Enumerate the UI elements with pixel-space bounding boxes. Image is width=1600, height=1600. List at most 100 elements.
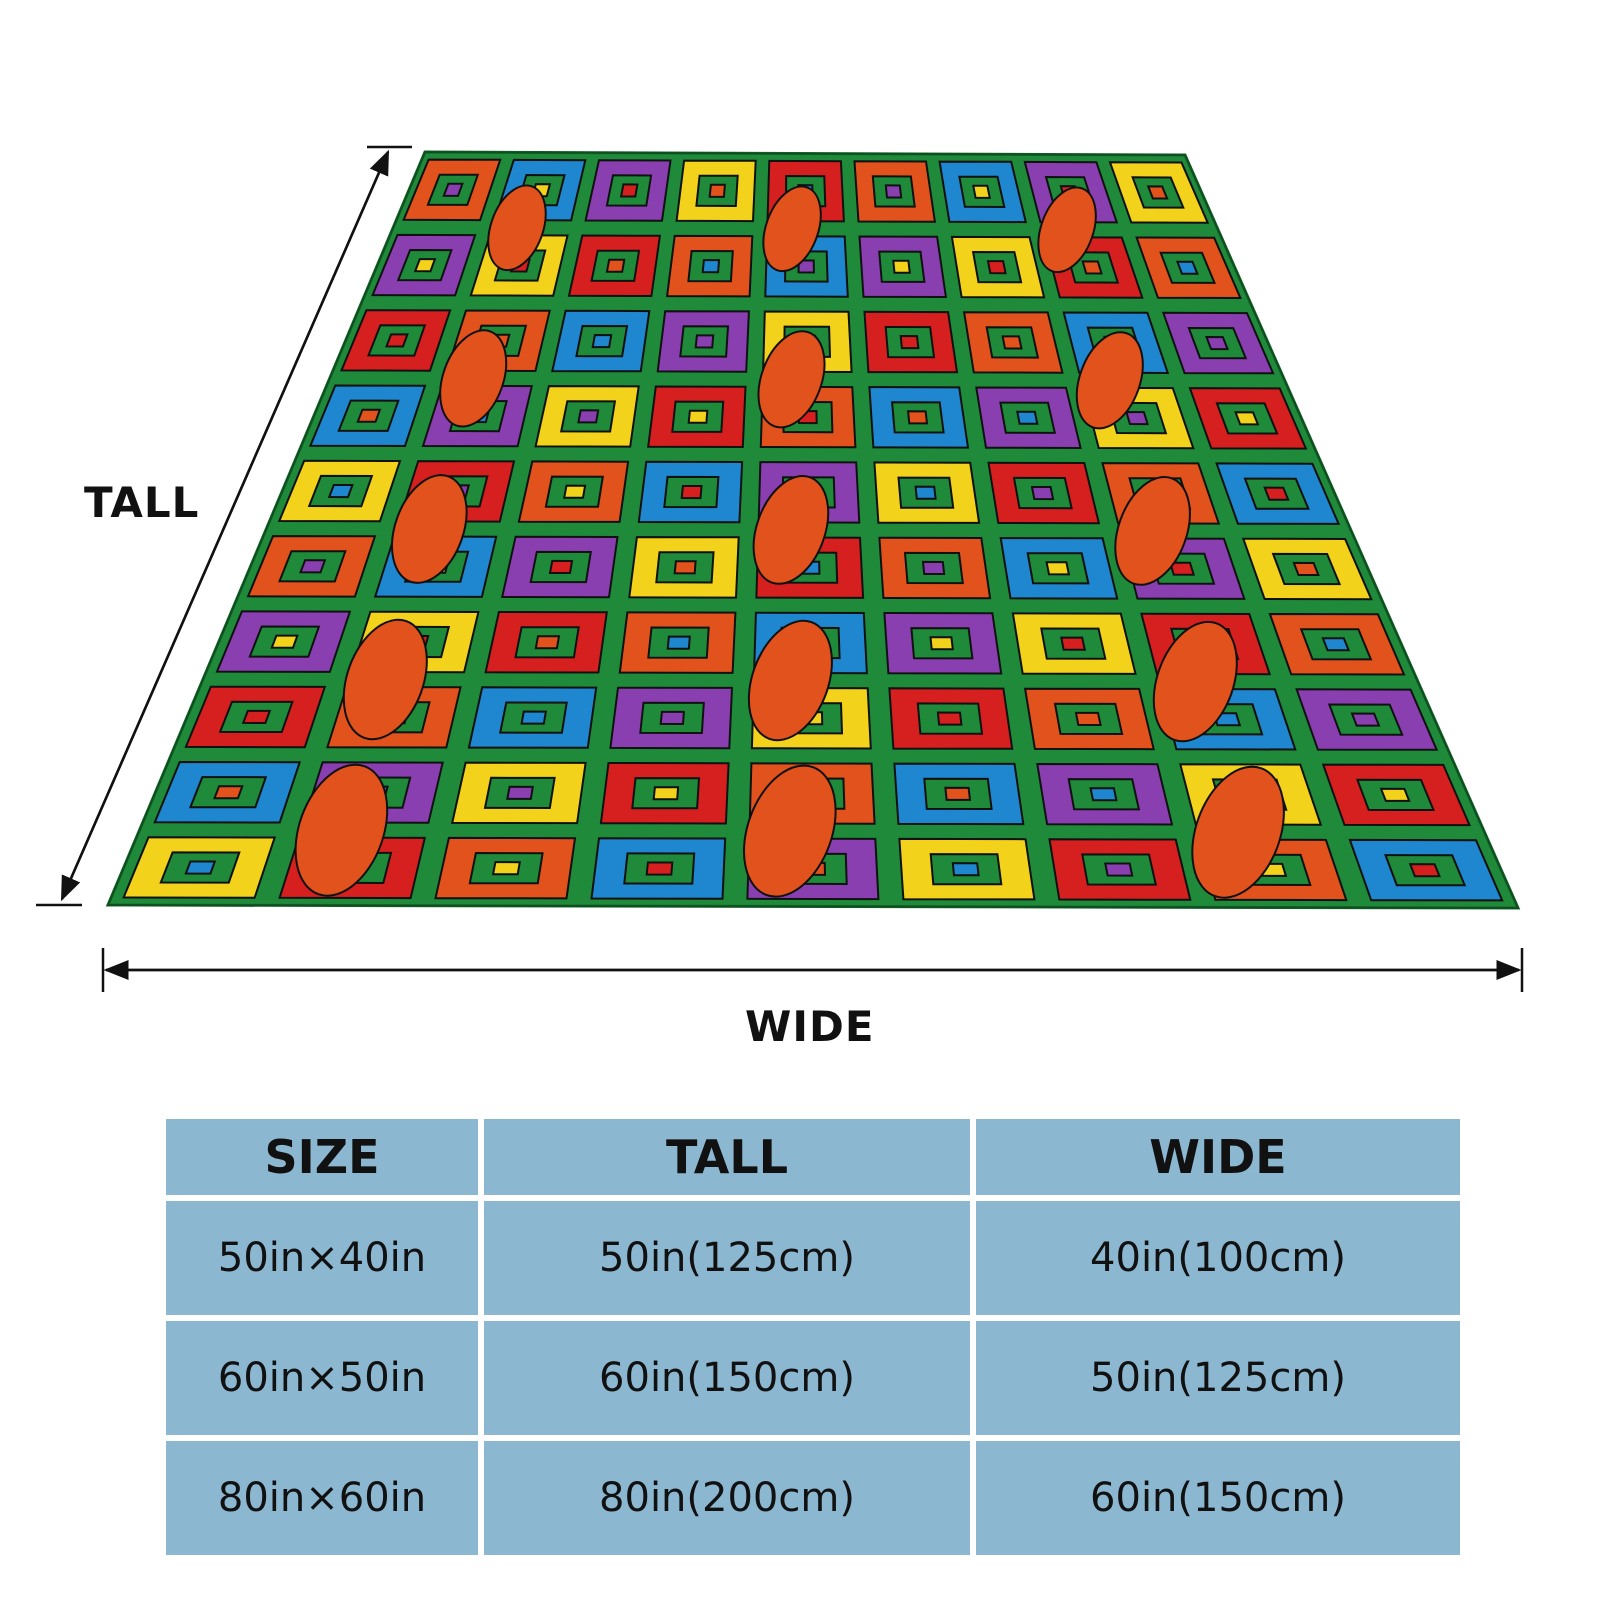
header-wide: WIDE: [976, 1119, 1460, 1195]
bird-motif: [762, 185, 822, 273]
bird-motif: [752, 475, 830, 585]
pattern-center-block: [1292, 561, 1320, 576]
pattern-center-block: [213, 785, 244, 800]
bird-motif: [342, 618, 428, 741]
blanket-image: [105, 150, 1521, 910]
table-header-row: SIZE TALL WIDE: [166, 1119, 1460, 1195]
pattern-center-block: [645, 861, 674, 876]
wide-label: WIDE: [745, 1002, 875, 1051]
pattern-center-block: [1168, 561, 1196, 576]
bird-motif: [1037, 186, 1097, 274]
pattern-center-block: [936, 711, 963, 726]
pattern-center-block: [951, 862, 980, 877]
bird-motif: [747, 619, 833, 742]
size-table: SIZE TALL WIDE 50in×40in 50in(125cm) 40i…: [160, 1113, 1466, 1561]
pattern-center-block: [1205, 335, 1230, 351]
pattern-center-block: [1045, 561, 1071, 576]
cell-tall: 80in(200cm): [484, 1441, 970, 1555]
pattern-center-block: [1030, 486, 1055, 501]
pattern-center-block: [929, 636, 954, 651]
bird-motif: [1152, 620, 1238, 743]
cell-wide: 40in(100cm): [976, 1201, 1460, 1315]
pattern-center-block: [659, 710, 685, 726]
pattern-center-block: [1263, 486, 1290, 501]
pattern-center-block: [1234, 411, 1260, 426]
header-tall: TALL: [484, 1119, 970, 1195]
pattern-center-block: [520, 710, 548, 725]
pattern-center-block: [299, 559, 327, 574]
pattern-center-block: [914, 485, 937, 500]
table-row: 60in×50in 60in(150cm) 50in(125cm): [166, 1321, 1460, 1435]
pattern-center-block: [327, 484, 354, 499]
pattern-center-block: [1089, 787, 1118, 802]
pattern-center-block: [1321, 637, 1351, 652]
cell-tall: 60in(150cm): [484, 1321, 970, 1435]
pattern-center-block: [1125, 410, 1149, 426]
table-row: 50in×40in 50in(125cm) 40in(100cm): [166, 1201, 1460, 1315]
pattern-center-block: [356, 408, 382, 423]
pattern-center-block: [673, 560, 697, 575]
tall-label: TALL: [84, 478, 200, 527]
pattern-center-block: [906, 410, 929, 425]
pattern-center-block: [1081, 260, 1103, 275]
bird-motif: [1114, 476, 1191, 586]
pattern-center-block: [591, 333, 613, 349]
pattern-center-block: [666, 635, 691, 650]
pattern-center-block: [797, 259, 815, 274]
pattern-center-block: [619, 183, 639, 198]
pattern-center-block: [1074, 711, 1102, 727]
pattern-center-block: [701, 259, 721, 274]
header-size: SIZE: [166, 1119, 478, 1195]
pattern-center-block: [680, 485, 703, 500]
pattern-center-block: [442, 182, 464, 197]
pattern-center-block: [708, 183, 726, 198]
bird-motif: [1191, 765, 1285, 899]
pattern-center-block: [385, 333, 409, 348]
pattern-center-block: [687, 409, 709, 424]
pattern-center-block: [892, 259, 911, 274]
cell-tall: 50in(125cm): [484, 1201, 970, 1315]
pattern-center-block: [1175, 260, 1199, 275]
pattern-center-block: [1001, 335, 1023, 350]
bird-motif: [742, 764, 837, 898]
cell-wide: 50in(125cm): [976, 1321, 1460, 1435]
bird-motif: [439, 329, 508, 428]
pattern-center-block: [548, 559, 574, 574]
pattern-center-block: [694, 334, 715, 349]
pattern-center-block: [491, 861, 521, 876]
pattern-center-block: [1408, 863, 1441, 878]
pattern-center-block: [270, 634, 299, 649]
pattern-center-block: [1104, 862, 1134, 877]
bird-motif: [1075, 331, 1144, 430]
bird-motif: [294, 763, 389, 897]
bird-motif: [391, 474, 468, 584]
pattern-center-block: [944, 786, 972, 801]
cell-size: 60in×50in: [166, 1321, 478, 1435]
pattern-center-block: [1016, 410, 1039, 425]
pattern-center-block: [413, 258, 437, 273]
pattern-center-block: [921, 560, 946, 575]
wide-dimension-arrow: [101, 948, 1524, 992]
pattern-center-block: [884, 184, 903, 199]
bird-motif: [487, 184, 547, 272]
pattern-center-block: [1146, 185, 1169, 200]
cell-size: 50in×40in: [166, 1201, 478, 1315]
pattern-center-block: [534, 635, 561, 650]
pattern-center-block: [577, 409, 600, 424]
pattern-center-block: [1060, 636, 1087, 651]
pattern-center-block: [652, 786, 680, 801]
cell-size: 80in×60in: [166, 1441, 478, 1555]
pattern-center-block: [562, 484, 587, 499]
table-row: 80in×60in 80in(200cm) 60in(150cm): [166, 1441, 1460, 1555]
tall-dimension-arrow: [36, 145, 412, 907]
blanket-pattern: [122, 158, 1504, 902]
pattern-center-block: [1379, 787, 1411, 802]
pattern-center-block: [506, 785, 534, 800]
pattern-center-block: [1350, 712, 1381, 727]
pattern-center-block: [184, 860, 217, 875]
pattern-center-block: [605, 258, 626, 273]
pattern-center-block: [972, 184, 992, 199]
pattern-center-block: [899, 334, 920, 350]
cell-wide: 60in(150cm): [976, 1441, 1460, 1555]
